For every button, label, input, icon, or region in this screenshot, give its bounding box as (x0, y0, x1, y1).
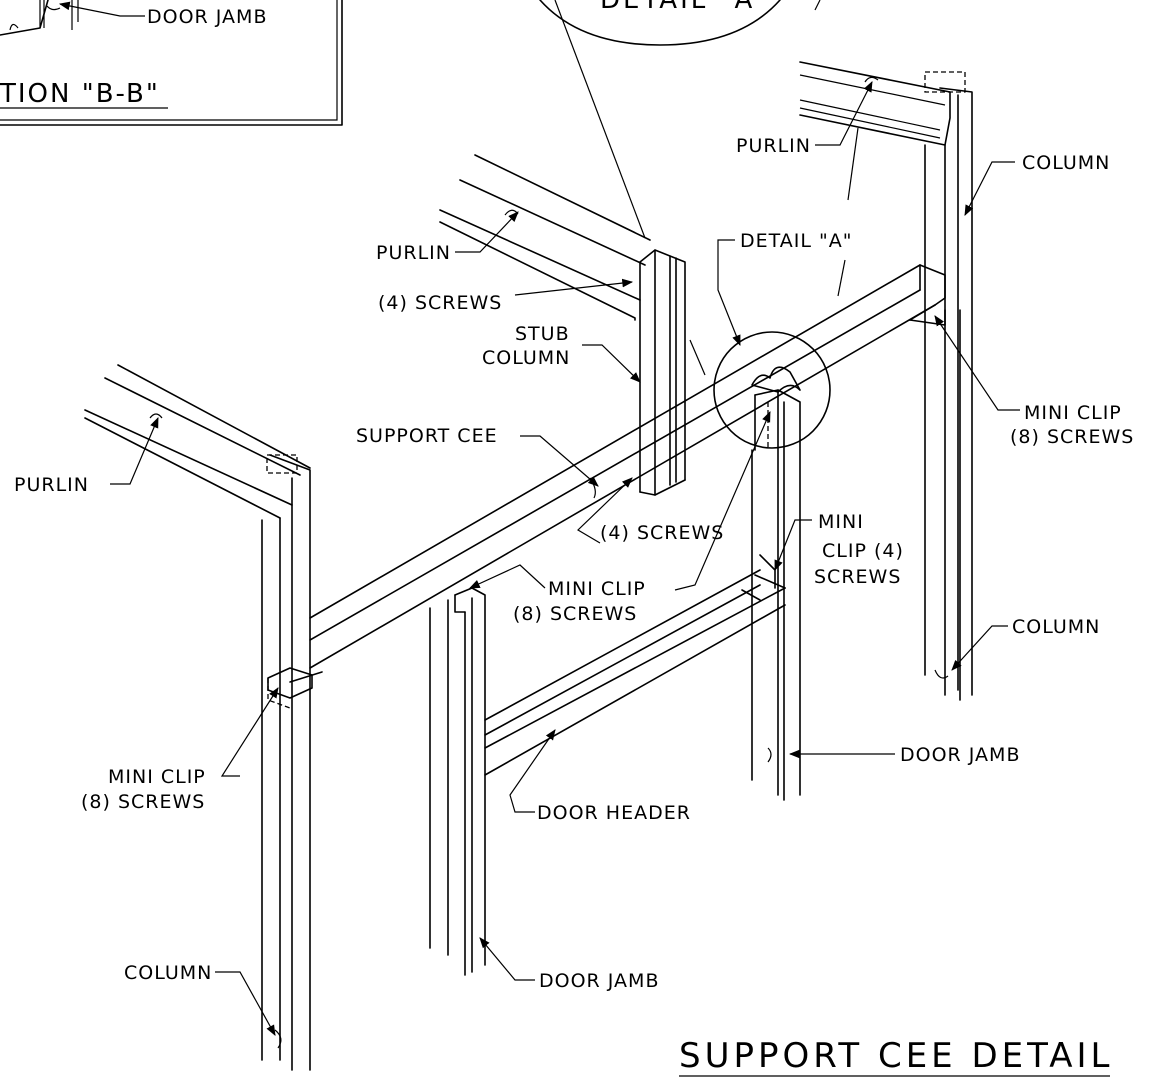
column-right-lower-label: COLUMN (1012, 616, 1100, 638)
mini-clip-center-label: MINI CLIP (548, 578, 646, 600)
left-column (84, 364, 323, 1071)
eight-screws-right-label: (8) SCREWS (1010, 426, 1134, 448)
mini-clip-header-line2: CLIP (4) (822, 540, 904, 562)
column-stub-label: COLUMN (482, 347, 570, 369)
drawing-title: SUPPORT CEE DETAIL (679, 1036, 1114, 1076)
stub-label: STUB (515, 323, 570, 345)
mini-clip-right-label: MINI CLIP (1024, 402, 1122, 424)
eight-screws-left-label: (8) SCREWS (81, 791, 205, 813)
detail-a-bubble (539, 0, 821, 239)
door-jamb-bottom-label: DOOR JAMB (539, 970, 659, 992)
detail-a-bubble-label: DETAIL "A" (600, 0, 770, 15)
four-screws-top-label: (4) SCREWS (378, 292, 502, 314)
center-door-jamb (429, 587, 486, 976)
column-left-lower-label: COLUMN (124, 962, 212, 984)
purlin-left-label: PURLIN (14, 474, 89, 496)
mini-clip-left-label: MINI CLIP (108, 766, 206, 788)
break-marks (46, 5, 949, 1049)
middle-purlin-stub-column (439, 154, 706, 496)
support-cee-beam (309, 264, 946, 669)
eight-screws-center-label: (8) SCREWS (513, 603, 637, 625)
door-jamb-top-left-label: DOOR JAMB (147, 6, 267, 28)
labels: DETAIL "A" DOOR JAMB TION "B-B" PURLIN C… (0, 0, 1134, 1077)
right-column (799, 61, 973, 701)
purlin-top-right-label: PURLIN (736, 135, 811, 157)
detail-a-circle (713, 331, 831, 801)
support-cee-label: SUPPORT CEE (356, 425, 498, 447)
mini-clip-header-line1: MINI (818, 511, 864, 533)
four-screws-mid-label: (4) SCREWS (600, 522, 724, 544)
door-header-label: DOOR HEADER (537, 802, 691, 824)
mini-clip-header-line3: SCREWS (814, 566, 901, 588)
detail-a-callout-label: DETAIL "A" (740, 230, 852, 252)
leader-lines (58, 1, 1020, 1036)
door-header (484, 554, 786, 776)
section-b-b-label: TION "B-B" (0, 79, 160, 109)
section-b-b-inset (0, 0, 343, 126)
purlin-middle-label: PURLIN (376, 242, 451, 264)
door-jamb-right-label: DOOR JAMB (900, 744, 1020, 766)
column-top-right-label: COLUMN (1022, 152, 1110, 174)
